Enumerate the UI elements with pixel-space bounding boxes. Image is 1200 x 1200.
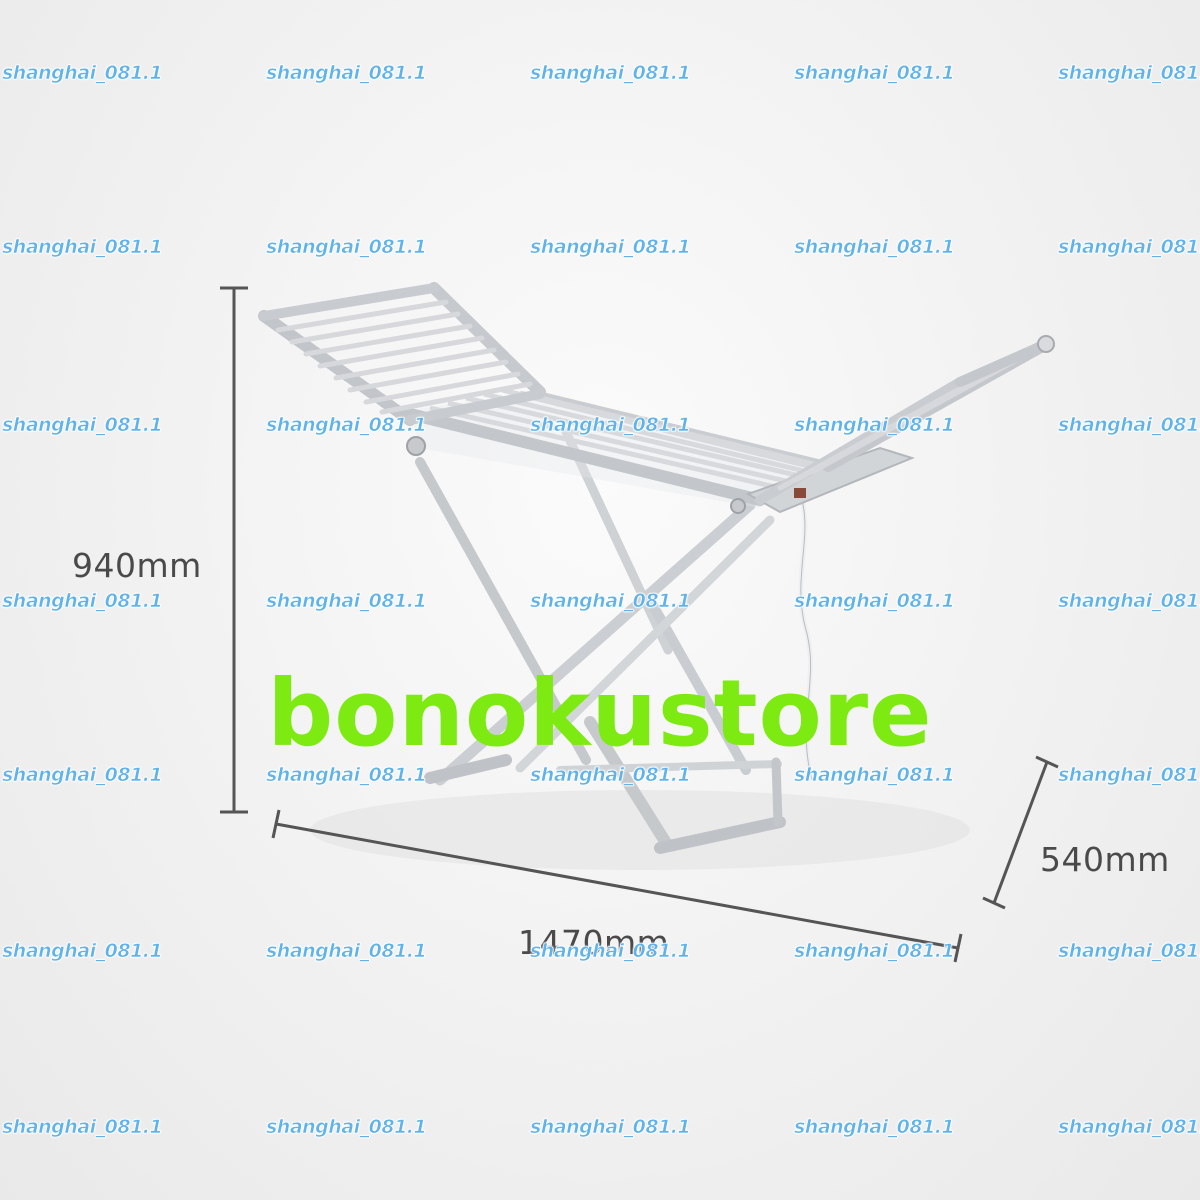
right-wing xyxy=(755,335,1055,505)
height-dimension-line xyxy=(220,286,248,814)
left-wing xyxy=(258,282,546,426)
depth-dimension-label: 540mm xyxy=(1040,840,1170,879)
width-dimension-line xyxy=(271,809,963,963)
brand-watermark: bonokustore xyxy=(267,660,933,767)
rack-legs xyxy=(415,427,786,854)
center-rack xyxy=(404,387,915,514)
hinge-left xyxy=(406,436,426,456)
height-dimension-label: 940mm xyxy=(72,546,202,585)
power-switch xyxy=(794,488,806,498)
depth-dimension-line xyxy=(982,755,1059,910)
width-dimension-label: 1470mm xyxy=(518,923,670,962)
floor-shadow xyxy=(310,790,970,870)
